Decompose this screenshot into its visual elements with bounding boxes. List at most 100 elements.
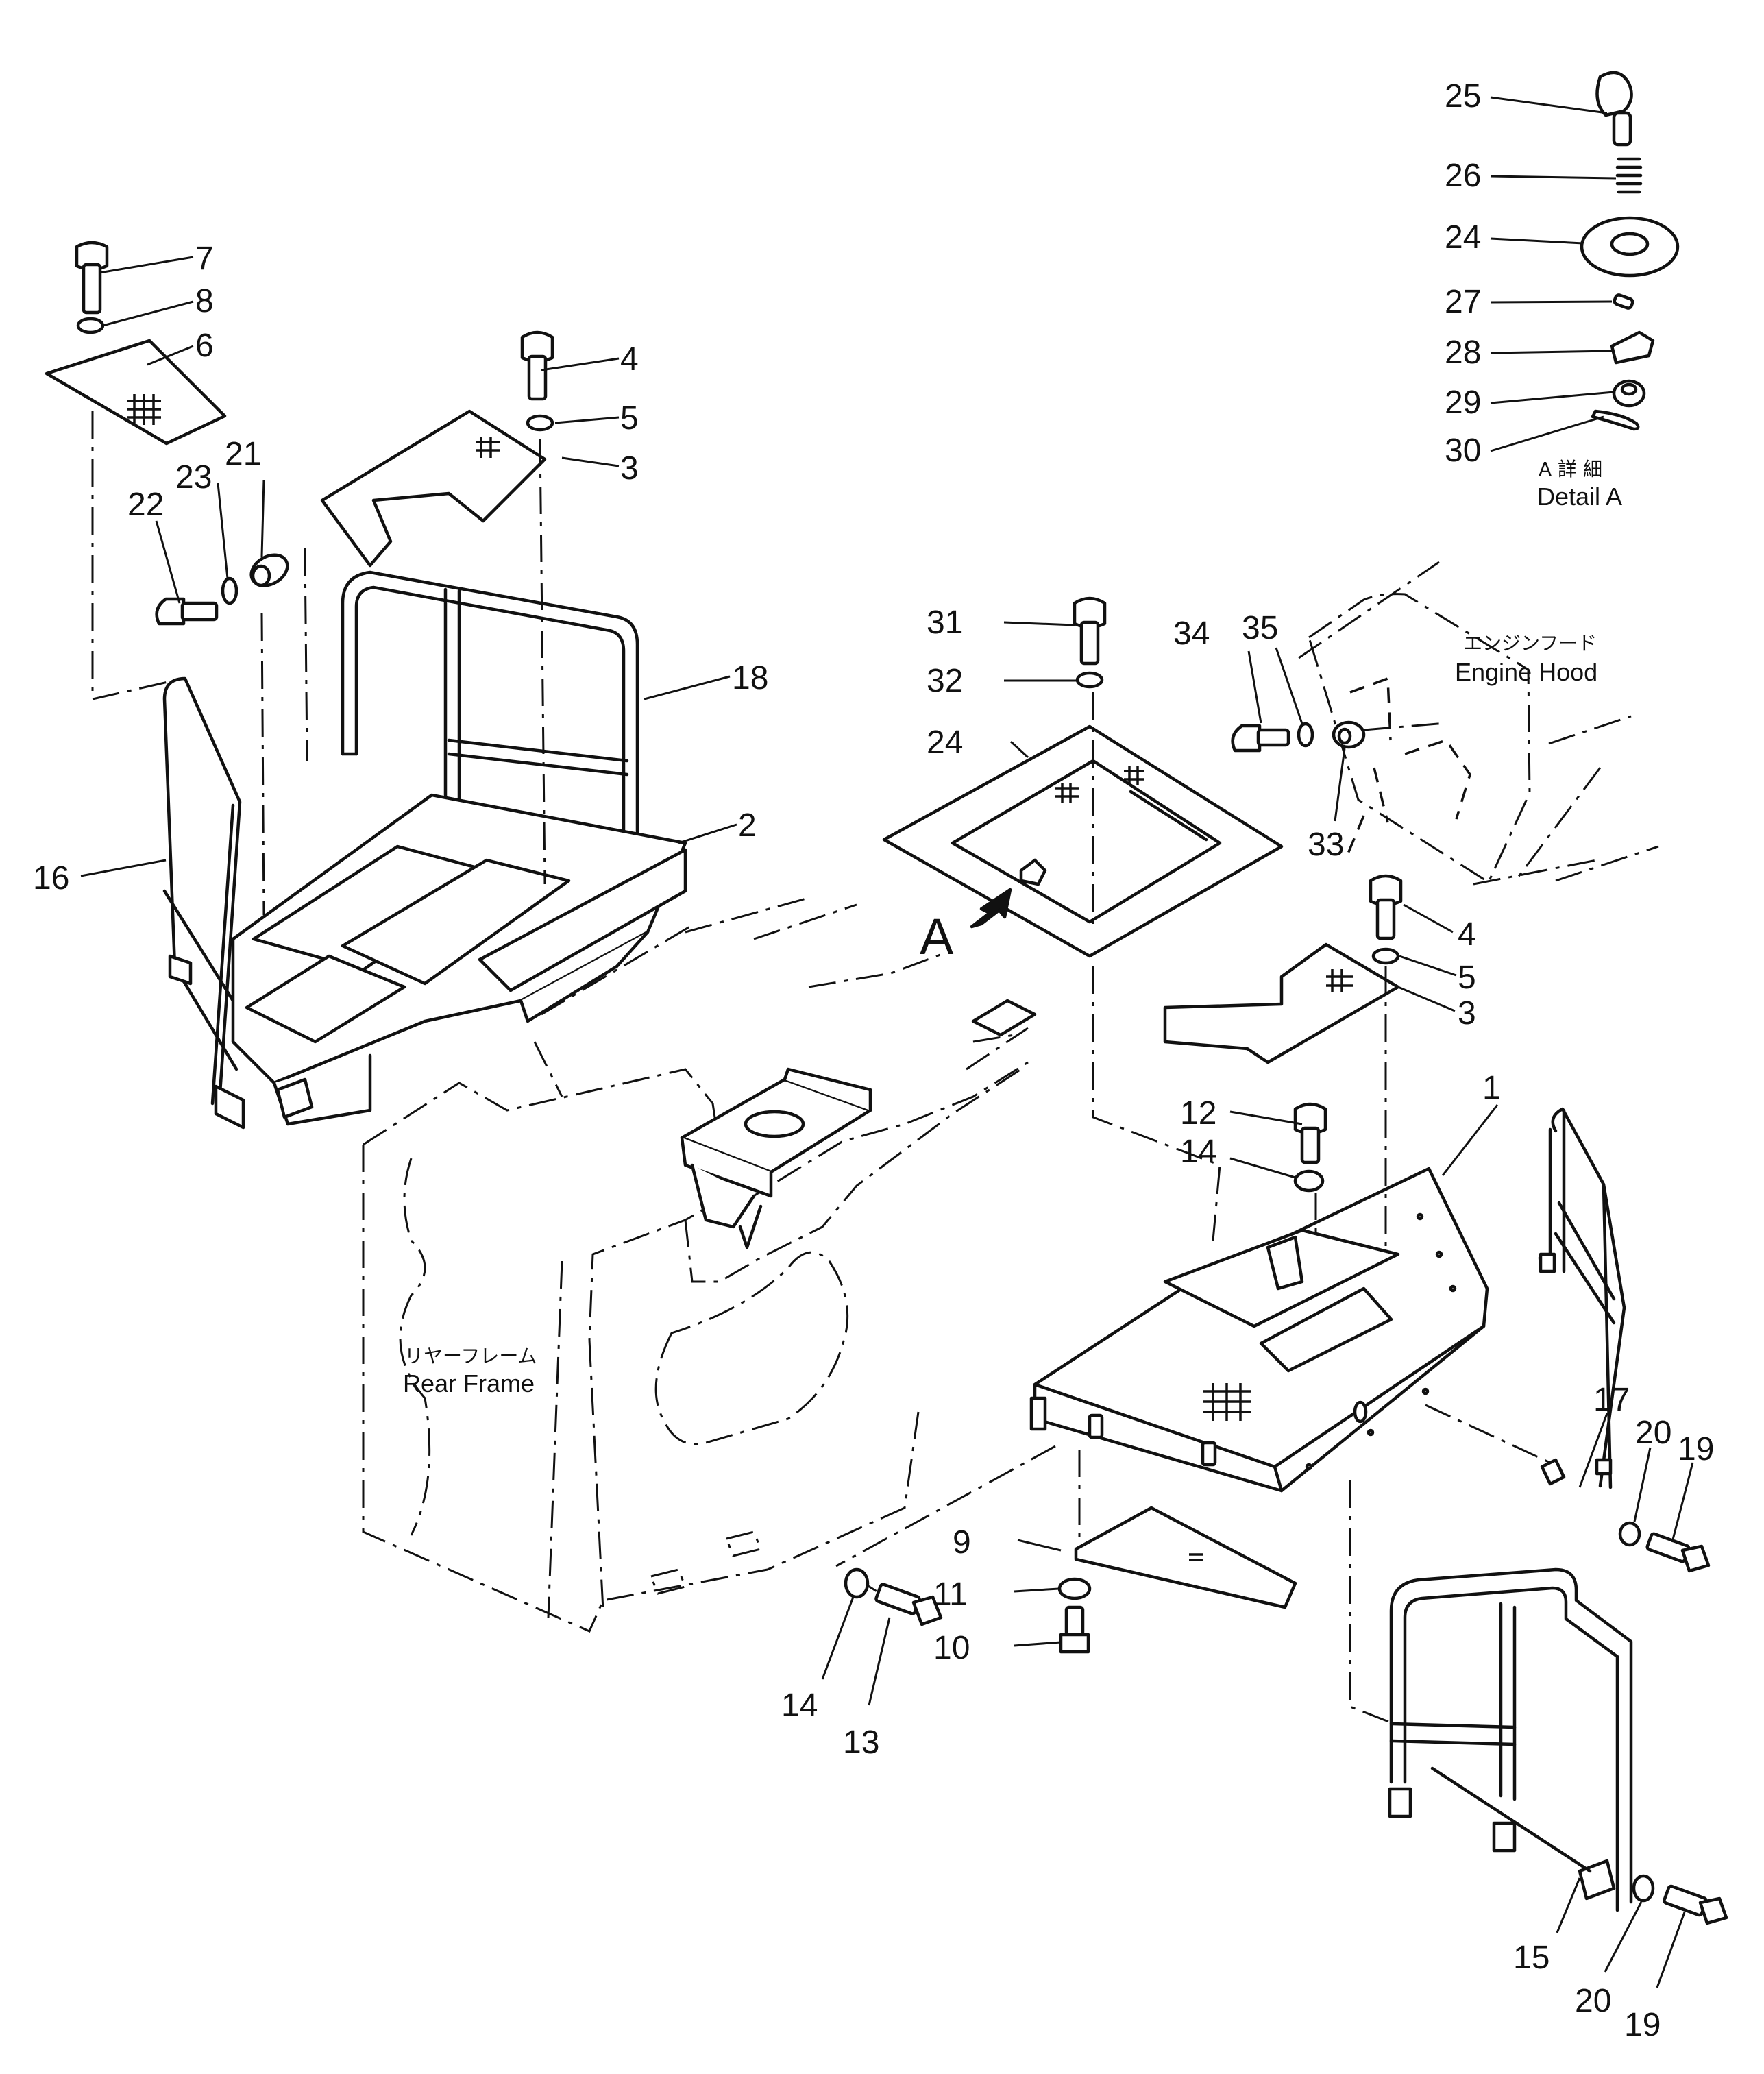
spring-26 [1615, 157, 1643, 194]
callout-26: 26 [1445, 158, 1481, 194]
washer-32 [1075, 671, 1104, 689]
detail-a-group: 25 26 24 27 28 29 30 A 詳 細 Detail A [1445, 71, 1680, 511]
callout-10: 10 [933, 1630, 970, 1666]
callout-9: 9 [953, 1524, 971, 1561]
cover-plate-6 [45, 339, 227, 446]
callout-4-left: 4 [620, 341, 639, 378]
view-marker-label: A [920, 908, 954, 965]
left-alignment-lines [91, 411, 546, 916]
bolt-13 [874, 1583, 943, 1626]
handrail-17 [1538, 1107, 1626, 1489]
callout-35: 35 [1242, 610, 1278, 646]
step-box-1 [1029, 1167, 1489, 1493]
washer-14-top [1293, 1169, 1325, 1193]
bolt-10 [1059, 1605, 1090, 1654]
lock-handle-25 [1595, 71, 1633, 147]
callout-24-center: 24 [927, 724, 963, 761]
bolt-31 [1073, 596, 1107, 666]
spacer-21 [249, 553, 289, 587]
callout-13: 13 [843, 1724, 879, 1761]
right-leaders [821, 903, 1694, 1988]
callout-20-lower: 20 [1575, 1983, 1611, 2019]
bolt-19-upper [1645, 1532, 1711, 1573]
engine-hood-label: Engine Hood [1455, 658, 1597, 686]
left-platform-assembly: 7 8 6 4 5 3 21 23 22 18 16 2 [33, 241, 768, 1130]
callout-32: 32 [927, 663, 963, 699]
callout-19-lower: 19 [1624, 2007, 1661, 2043]
callout-8: 8 [195, 283, 214, 319]
view-marker-a: A [920, 888, 1012, 965]
callout-3-left: 3 [620, 450, 639, 487]
cover-plate-9 [1074, 1506, 1297, 1609]
bolt-19-lower [1663, 1884, 1728, 1925]
engine-hood-label-jp: エンジンフード [1463, 632, 1597, 655]
washer-5-right [1371, 947, 1400, 965]
cover-plate-3-right [1163, 942, 1400, 1064]
center-cover-leaders [1003, 621, 1346, 822]
handrail-15 [1388, 1567, 1633, 1912]
bolt-4-left [520, 330, 554, 401]
callout-25: 25 [1445, 78, 1481, 114]
washer-20-upper [1618, 1521, 1641, 1547]
cover-plate-3-left [320, 409, 547, 568]
callout-3-right: 3 [1458, 995, 1476, 1032]
callout-4-right: 4 [1458, 916, 1476, 953]
nut-29 [1612, 379, 1646, 408]
callout-15: 15 [1513, 1940, 1549, 1976]
callout-17: 17 [1593, 1382, 1630, 1418]
platform-2 [231, 793, 687, 1126]
callout-33: 33 [1308, 827, 1344, 863]
callout-12: 12 [1180, 1095, 1216, 1132]
callout-29: 29 [1445, 385, 1481, 421]
callout-24: 24 [1445, 219, 1481, 256]
callout-23: 23 [175, 459, 212, 496]
detail-a-label: Detail A [1537, 483, 1622, 511]
callout-1: 1 [1482, 1070, 1501, 1106]
washer-5-left [526, 414, 554, 432]
center-cover-group: A 31 32 24 34 35 33 [882, 596, 1447, 965]
pin-27 [1613, 293, 1634, 310]
callout-5-right: 5 [1458, 960, 1476, 996]
rear-frame-label-jp: リヤーフレーム [404, 1345, 537, 1367]
washer-8 [76, 317, 105, 334]
cover-plate-24 [882, 724, 1284, 958]
washer-20-lower [1632, 1874, 1655, 1903]
callout-11: 11 [933, 1576, 968, 1613]
handrail-18 [341, 570, 639, 842]
rear-frame: リヤーフレーム Rear Frame [362, 896, 1037, 1633]
washer-35 [1297, 722, 1314, 748]
callout-14-top: 14 [1180, 1134, 1216, 1170]
spacer-33 [1332, 720, 1366, 749]
washer-14-bottom [844, 1567, 870, 1599]
callout-6: 6 [195, 328, 214, 364]
callout-16: 16 [33, 860, 69, 896]
callout-22: 22 [127, 487, 164, 523]
bolt-22 [155, 597, 219, 626]
callout-14-bottom: 14 [781, 1687, 818, 1724]
bolt-4-right [1369, 874, 1403, 940]
callout-7: 7 [195, 241, 214, 277]
bolt-7 [75, 241, 109, 315]
cup-washer-24 [1580, 216, 1680, 278]
engine-hood: エンジンフード Engine Hood [1298, 561, 1659, 886]
callout-34: 34 [1173, 615, 1210, 652]
left-leaders [80, 256, 737, 877]
callout-19-upper: 19 [1678, 1431, 1714, 1467]
callout-28: 28 [1445, 334, 1481, 371]
bolt-12 [1293, 1102, 1327, 1164]
callout-21: 21 [225, 436, 261, 472]
washer-23 [221, 576, 238, 605]
callout-2: 2 [738, 807, 757, 844]
bolt-34 [1231, 724, 1290, 753]
callout-30: 30 [1445, 432, 1481, 469]
washer-11 [1057, 1577, 1092, 1600]
callout-20-upper: 20 [1635, 1415, 1671, 1451]
handrail-16 [162, 676, 245, 1130]
detail-a-label-jp: A 詳 細 [1539, 458, 1602, 480]
callout-27: 27 [1445, 284, 1481, 320]
callout-18: 18 [732, 660, 768, 696]
callout-31: 31 [927, 605, 963, 641]
detail-a-leaders [1490, 96, 1617, 452]
rear-frame-label: Rear Frame [403, 1369, 535, 1398]
